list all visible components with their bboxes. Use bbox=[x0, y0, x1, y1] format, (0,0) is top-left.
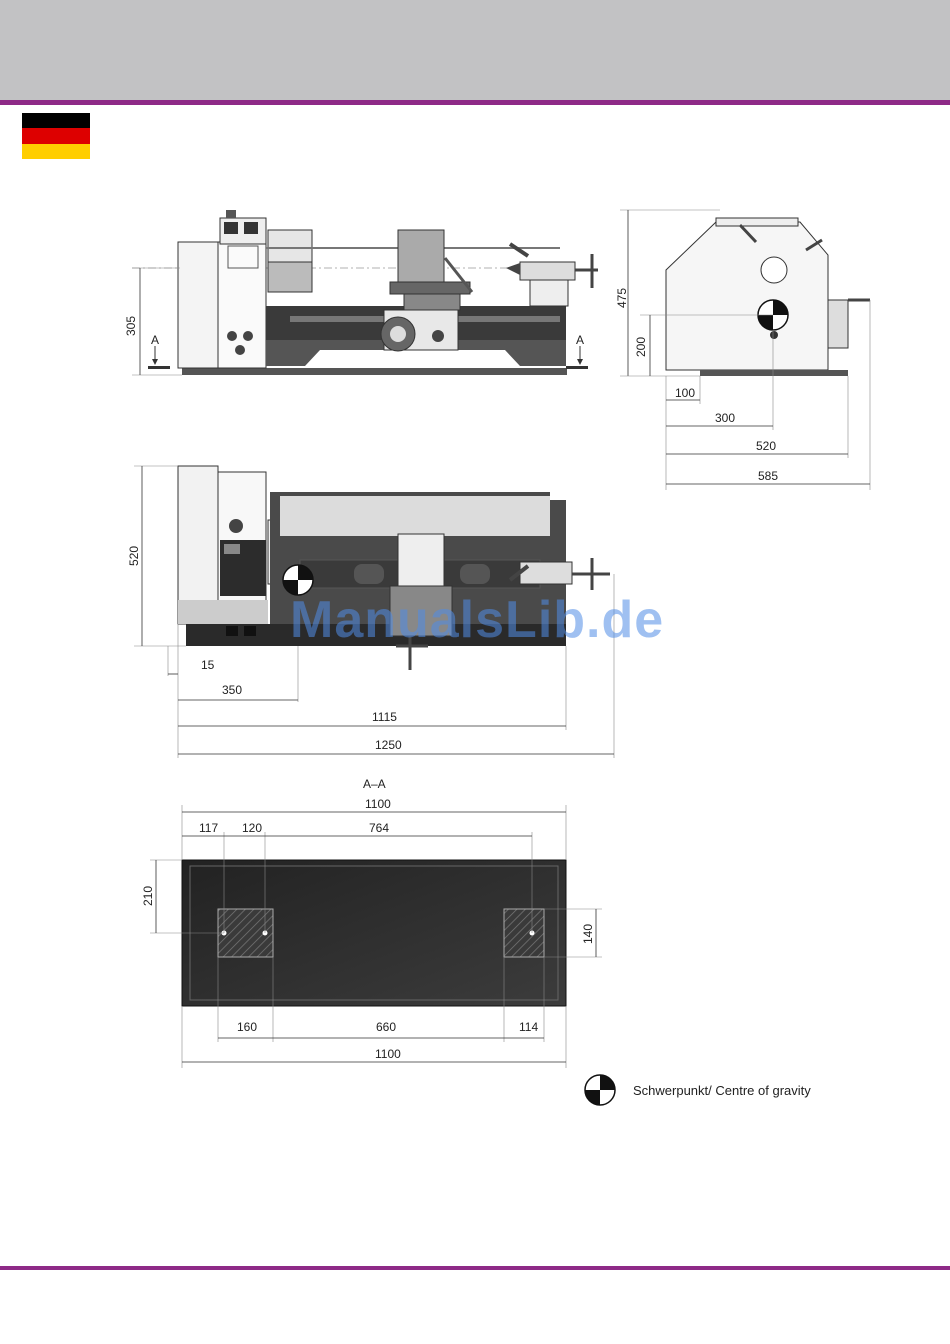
dim-1100-top: 1100 bbox=[365, 797, 391, 811]
dim-210: 210 bbox=[141, 886, 155, 906]
dim-520-side: 520 bbox=[756, 439, 776, 453]
dim-117: 117 bbox=[199, 821, 218, 835]
dim-350: 350 bbox=[222, 683, 242, 697]
section-title: A–A bbox=[363, 777, 386, 791]
dim-1250: 1250 bbox=[375, 738, 402, 752]
legend: Schwerpunkt/ Centre of gravity bbox=[585, 1075, 811, 1105]
dim-305: 305 bbox=[124, 316, 138, 336]
legend-label: Schwerpunkt/ Centre of gravity bbox=[633, 1083, 811, 1098]
dim-1115: 1115 bbox=[372, 710, 397, 724]
dim-160: 160 bbox=[237, 1020, 257, 1034]
base-section-view: A–A 1100 117 120 764 210 140 160 bbox=[141, 777, 602, 1068]
dim-520-top: 520 bbox=[127, 546, 141, 566]
section-marker-left: A bbox=[151, 333, 159, 347]
dim-585: 585 bbox=[758, 469, 778, 483]
dim-200: 200 bbox=[634, 337, 648, 357]
dim-660: 660 bbox=[376, 1020, 396, 1034]
dim-475: 475 bbox=[615, 288, 629, 308]
dim-764: 764 bbox=[369, 821, 389, 835]
footer-accent-line bbox=[0, 1266, 950, 1270]
side-view: 475 200 100 300 520 585 bbox=[615, 210, 870, 490]
dim-300: 300 bbox=[715, 411, 735, 425]
front-view: A A 305 bbox=[124, 210, 598, 375]
dim-100: 100 bbox=[675, 386, 695, 400]
dim-120: 120 bbox=[242, 821, 262, 835]
watermark: ManualsLib.de bbox=[290, 590, 664, 650]
dim-114: 114 bbox=[519, 1020, 538, 1034]
section-marker-right: A bbox=[576, 333, 584, 347]
dim-140: 140 bbox=[581, 924, 595, 944]
centre-of-gravity-icon bbox=[585, 1075, 615, 1105]
dim-15: 15 bbox=[201, 658, 215, 672]
dim-1100-bottom: 1100 bbox=[375, 1047, 401, 1061]
